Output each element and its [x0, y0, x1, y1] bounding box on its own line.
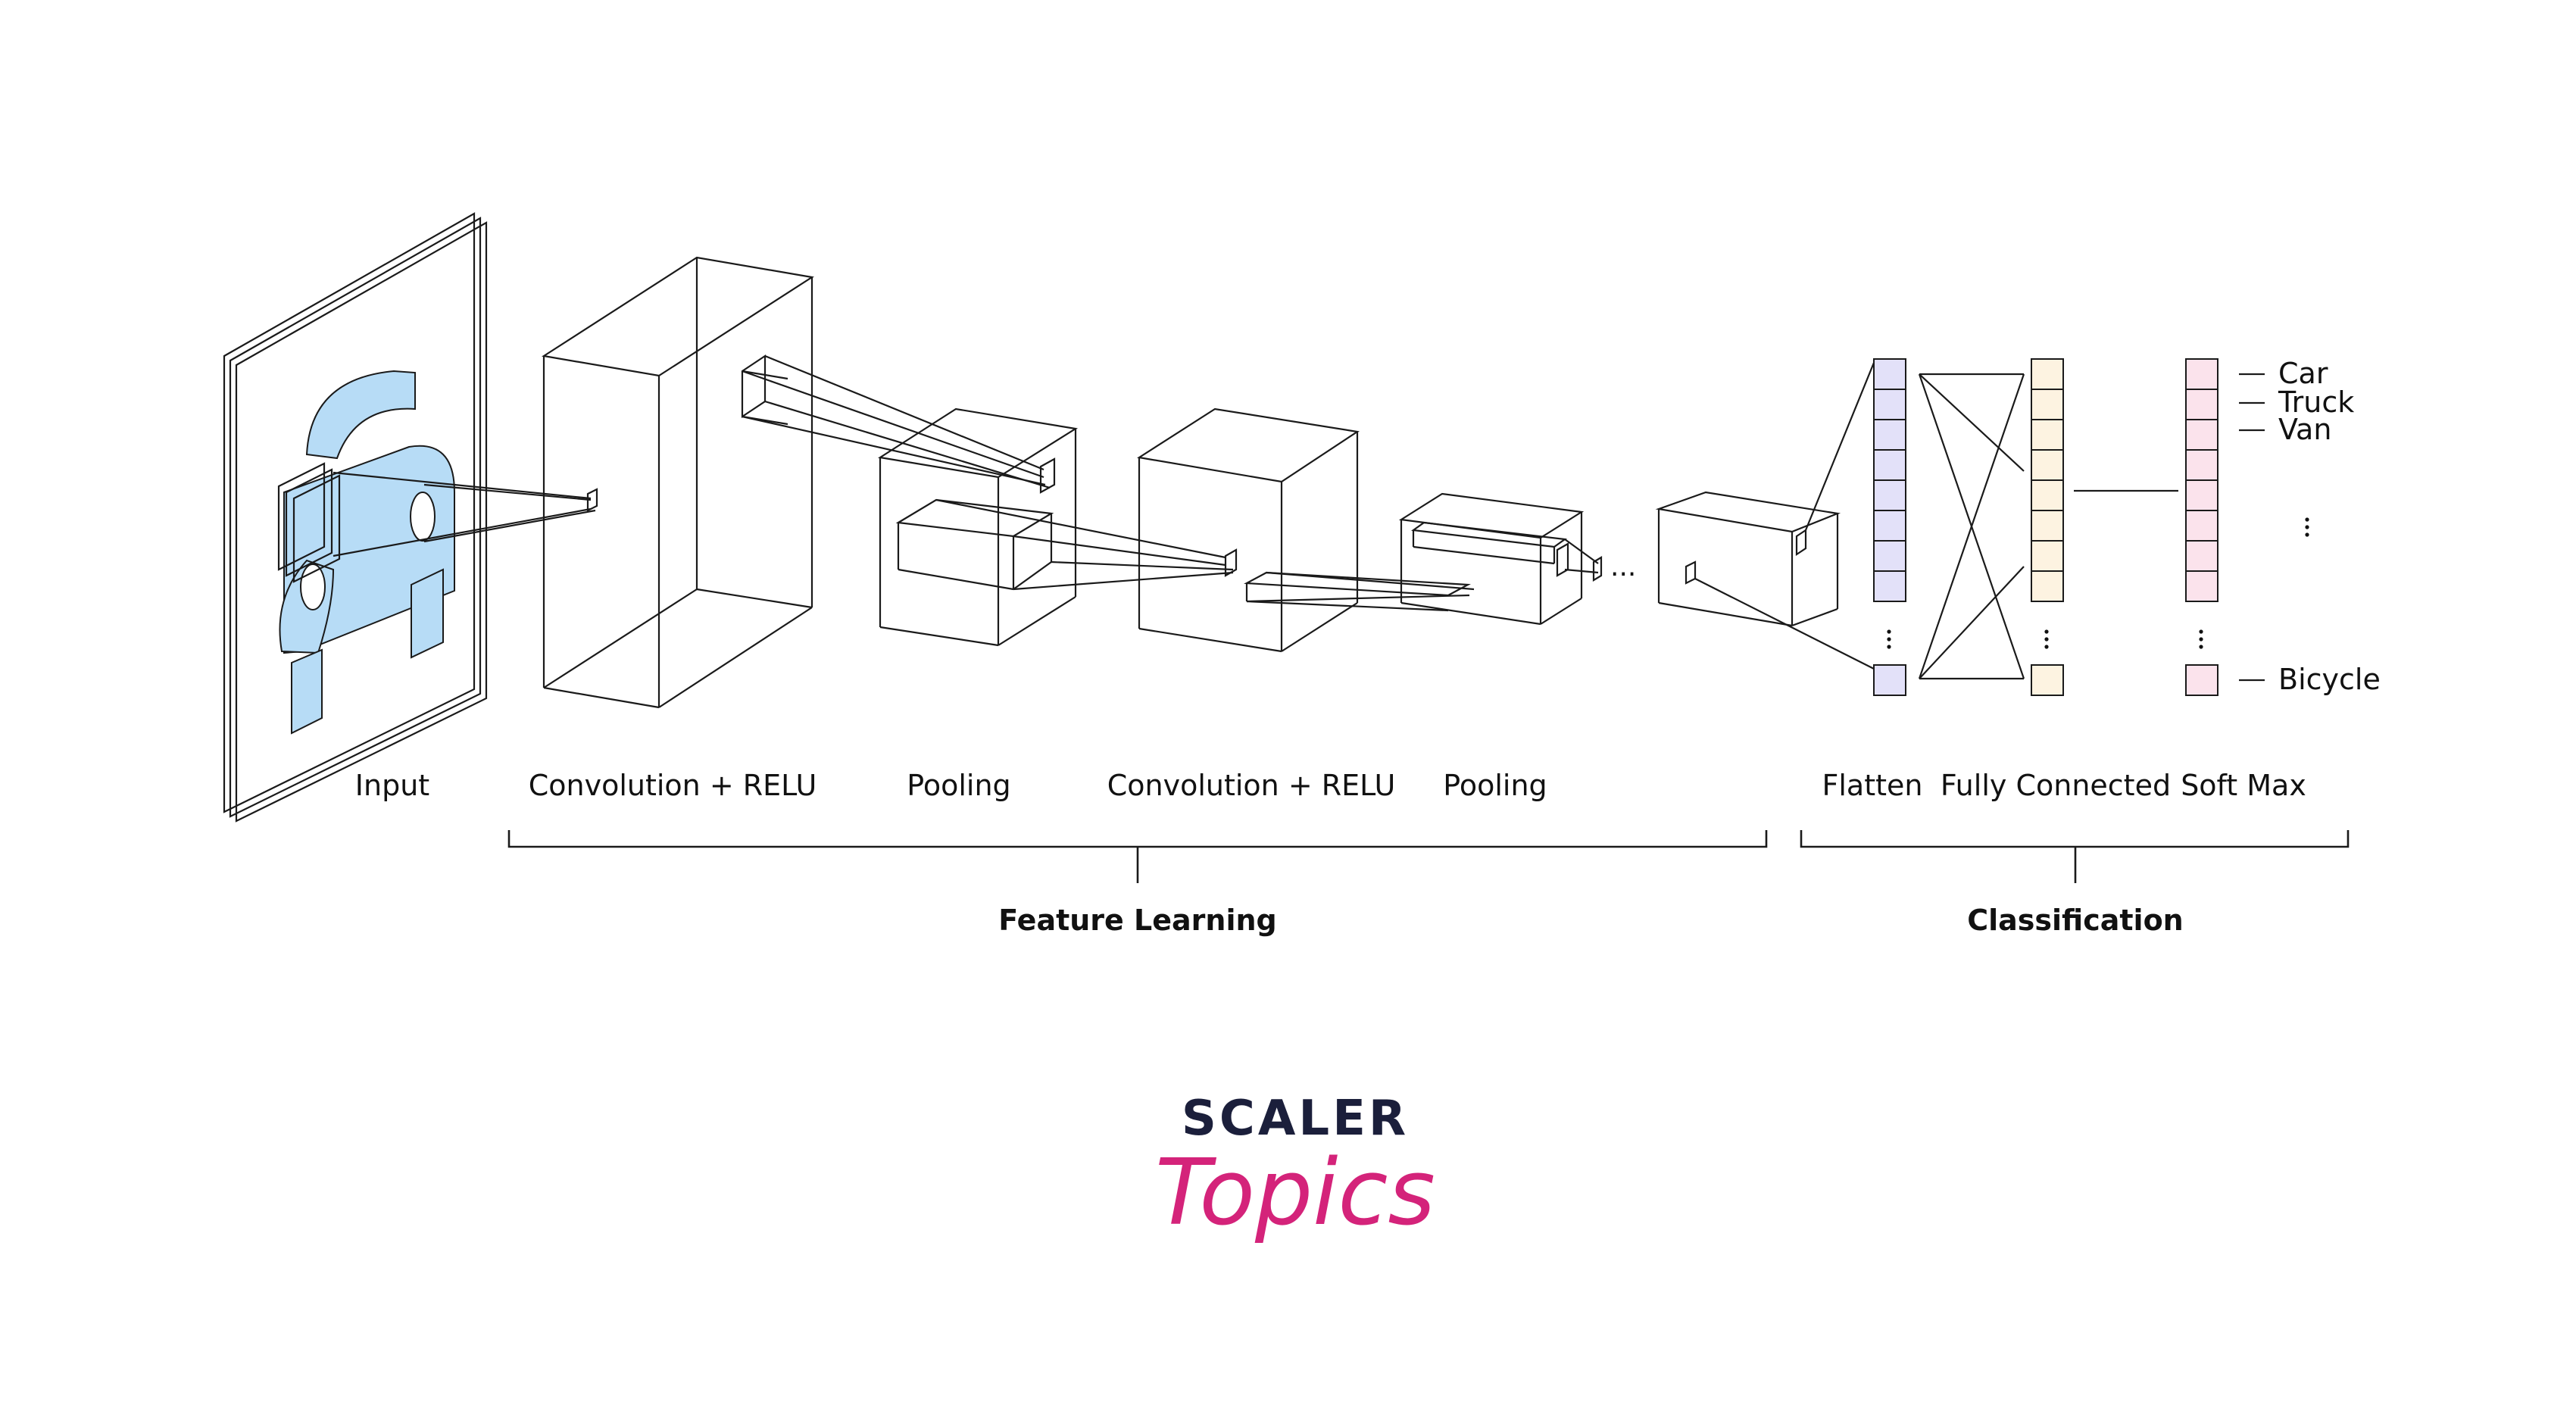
projection-conv2-pool2: [1246, 571, 1475, 603]
class-label-van: Van: [2278, 413, 2331, 446]
class-label-truck: Truck: [2278, 386, 2354, 419]
layer-ellipsis: ...: [1610, 551, 1636, 582]
projection-conv1-pool1: [742, 354, 1056, 494]
receptive-field: [277, 462, 341, 583]
fc-cell: [2031, 449, 2064, 481]
flatten-vector: [1873, 358, 1906, 696]
projection-input-conv1: [333, 471, 598, 557]
column-dots: [1887, 517, 2309, 649]
flatten-cell-last: [1873, 664, 1906, 696]
stage-label-input: Input: [355, 769, 429, 802]
softmax-cell: [2185, 479, 2218, 511]
fc-cell: [2031, 540, 2064, 572]
stage-label-conv1: Convolution + RELU: [529, 769, 817, 802]
feature-learning-bracket: Feature Learning: [507, 830, 1768, 937]
stage-label-pool1: Pooling: [907, 769, 1010, 802]
stage-label-conv2: Convolution + RELU: [1107, 769, 1396, 802]
flatten-cell: [1873, 419, 1906, 451]
class-label-bicycle: Bicycle: [2278, 663, 2381, 696]
fc-cell: [2031, 570, 2064, 602]
softmax-cell: [2185, 389, 2218, 420]
class-labels: Car Truck Van Bicycle: [2239, 357, 2381, 696]
flatten-cell: [1873, 389, 1906, 420]
stage-label-flatten: Flatten: [1822, 769, 1923, 802]
class-label-car: Car: [2278, 357, 2328, 390]
classification-bracket: Classification: [1800, 830, 2350, 937]
stage-label-pool2: Pooling: [1443, 769, 1547, 802]
softmax-cell: [2185, 540, 2218, 572]
softmax-vector: [2185, 358, 2218, 696]
scaler-topics-logo: SCALER Topics: [1155, 1091, 1435, 1246]
logo-scaler-text: SCALER: [1182, 1091, 1409, 1147]
fully-connected-vector: [2031, 358, 2064, 696]
logo-topics-text: Topics: [1155, 1141, 1435, 1246]
stage-labels: Input Convolution + RELU Pooling Convolu…: [355, 769, 2306, 802]
stage-label-softmax: Soft Max: [2181, 769, 2306, 802]
input-image: [223, 212, 488, 823]
fc-cell: [2031, 419, 2064, 451]
flatten-cell: [1873, 540, 1906, 572]
softmax-cell-last: [2185, 664, 2218, 696]
softmax-cell: [2185, 510, 2218, 542]
conv2-feature-maps: [1137, 407, 1471, 653]
softmax-cell: [2185, 358, 2218, 390]
fc-cell-last: [2031, 664, 2064, 696]
softmax-cell: [2185, 419, 2218, 451]
final-feature-maps: [1655, 358, 1877, 670]
conv1-feature-maps: [542, 256, 814, 709]
stage-label-fc: Fully Connected: [1941, 769, 2171, 802]
fc-cell: [2031, 479, 2064, 511]
flatten-cell: [1873, 570, 1906, 602]
fc-cell: [2031, 510, 2064, 542]
softmax-cell: [2185, 570, 2218, 602]
pool2-feature-maps: [1398, 492, 1603, 626]
group-label-classification: Classification: [1967, 904, 2184, 937]
flatten-fc-connections: [1918, 373, 2025, 680]
fc-cell: [2031, 358, 2064, 390]
softmax-cell: [2185, 449, 2218, 481]
projection-pool1-conv2: [935, 498, 1238, 591]
flatten-cell: [1873, 479, 1906, 511]
group-label-feature-learning: Feature Learning: [998, 904, 1277, 937]
flatten-cell: [1873, 510, 1906, 542]
car-silhouette: [279, 370, 455, 735]
pool1-feature-maps: [877, 407, 1079, 647]
flatten-cell: [1873, 358, 1906, 390]
flatten-cell: [1873, 449, 1906, 481]
fc-cell: [2031, 389, 2064, 420]
